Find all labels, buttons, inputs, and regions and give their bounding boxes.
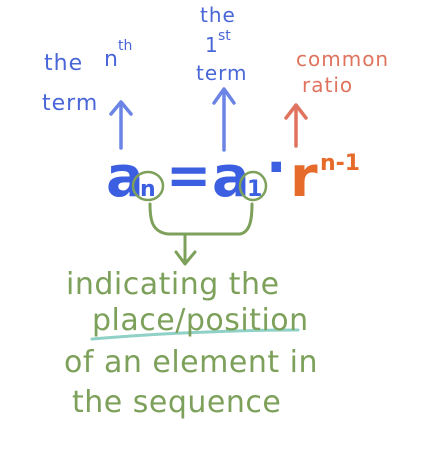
circle-subscript-1 xyxy=(238,170,268,202)
label-first-term: the 1 st term xyxy=(196,3,248,85)
equation-subscript-1: 1 xyxy=(247,177,262,202)
bracket-connector xyxy=(148,202,254,266)
label-nth-term: the n th term xyxy=(42,38,132,116)
common-word: common xyxy=(296,47,389,71)
equation-dot: · xyxy=(266,136,287,199)
equation-a-n: a xyxy=(106,145,144,210)
arrow-to-nth-term xyxy=(109,100,133,150)
nth-term-n: n xyxy=(104,47,119,72)
first-term-the: the xyxy=(200,3,236,27)
nth-term-the: the xyxy=(44,51,83,76)
first-term-sup: st xyxy=(218,28,231,44)
first-term-word: term xyxy=(196,61,248,85)
note-line-4: the sequence xyxy=(72,385,281,420)
equation: a n = a 1 · r n-1 xyxy=(106,136,360,210)
equation-subscript-n: n xyxy=(140,177,156,202)
underline-place-position xyxy=(90,328,300,341)
arrow-to-common-ratio xyxy=(284,103,308,148)
equation-r: r xyxy=(290,145,318,210)
note-line-1: indicating the xyxy=(66,267,280,302)
nth-term-sup: th xyxy=(118,38,132,54)
explanation-note: indicating the place/position of an elem… xyxy=(64,267,318,420)
circle-subscript-n xyxy=(131,170,165,202)
label-common-ratio: common ratio xyxy=(296,47,389,97)
note-line-3: of an element in xyxy=(64,345,318,380)
nth-term-word: term xyxy=(42,91,98,116)
equation-exponent: n-1 xyxy=(320,151,360,176)
arrow-to-first-term xyxy=(212,87,236,152)
ratio-word: ratio xyxy=(302,73,353,97)
equation-equals: = xyxy=(166,144,211,207)
first-term-1: 1 xyxy=(205,33,219,57)
note-line-2: place/position xyxy=(92,303,309,338)
